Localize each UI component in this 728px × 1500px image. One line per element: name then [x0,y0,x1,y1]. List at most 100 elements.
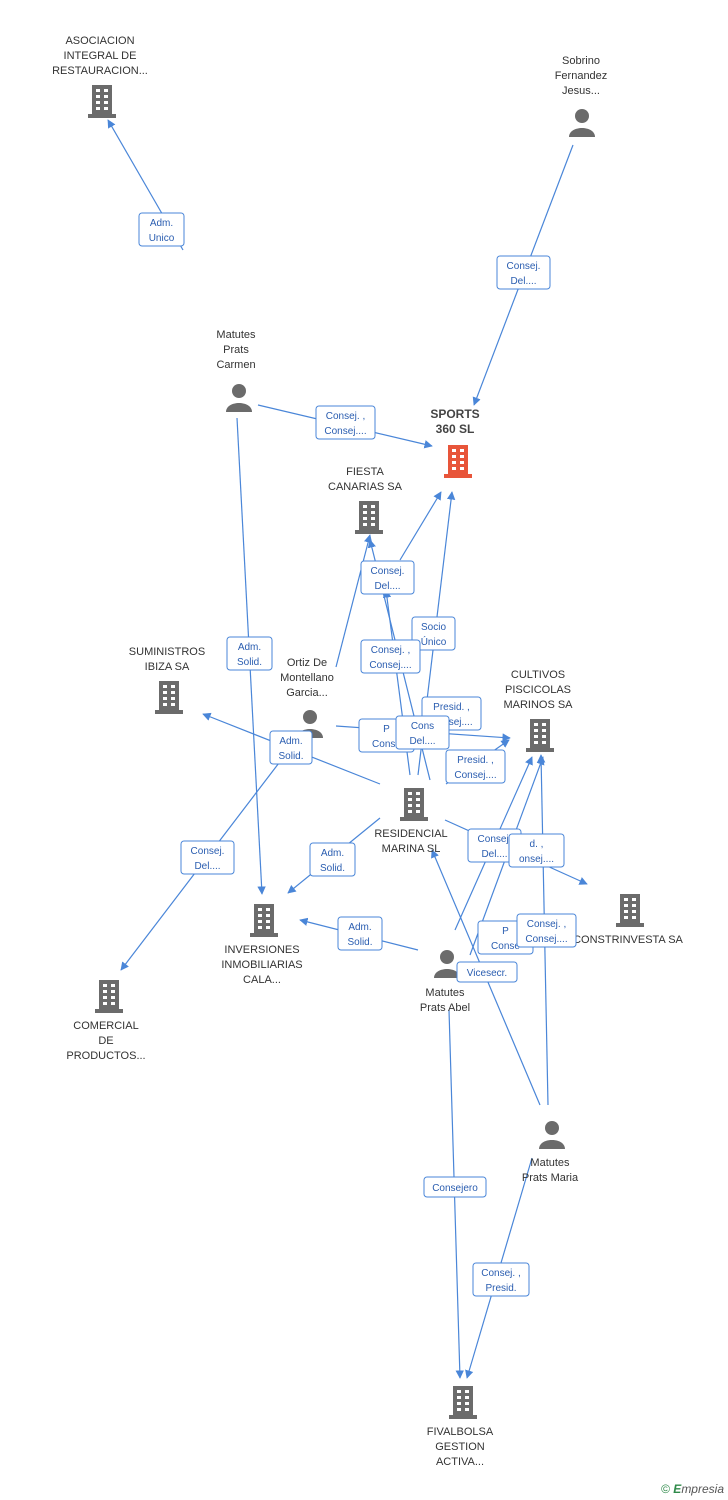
node-label: Garcia... [286,687,328,699]
edge-role-text: Consej.... [454,770,496,781]
edge-role-label[interactable]: Consej. , Presid. [472,1262,530,1297]
node-label: MARINOS SA [503,699,573,711]
node-inversiones[interactable]: INVERSIONESINMOBILIARIASCALA... [221,904,303,986]
edge-role-text: Adm. [238,642,261,653]
node-label: COMERCIAL [73,1020,138,1032]
node-label: Sobrino [562,55,600,67]
node-label: Montellano [280,672,334,684]
building-icon [400,788,428,821]
building-icon [95,980,123,1013]
edge-role-text: Presid. , [433,702,470,713]
edge-role-text: Consej.... [525,934,567,945]
edge-role-label[interactable]: Adm. Solid. [226,636,273,671]
edge-role-text: Unico [149,233,175,244]
edge-role-label[interactable]: Consej. ,Consej.... [315,405,376,440]
edge-role-text: Solid. [320,863,345,874]
edge-role-box [395,715,450,750]
edge-role-text: d. , [530,839,544,850]
edge-role-text: Consej. , [481,1268,520,1279]
edge-role-text: Presid. [485,1283,516,1294]
node-label: FIESTA [346,466,384,478]
edge-role-text: Conse [491,941,520,952]
edge-role-text: Solid. [278,751,303,762]
node-label: CANARIAS SA [328,481,403,493]
edge-role-text: onsej.... [519,854,554,865]
edge-role-label[interactable]: Adm. Solid. [269,730,313,765]
building-icon [250,904,278,937]
edge-role-text: Adm. [348,922,371,933]
edge-role-text: Consej.... [369,660,411,671]
node-fivalbolsa[interactable]: FIVALBOLSAGESTIONACTIVA... [427,1386,494,1468]
node-comercial[interactable]: COMERCIAL DE PRODUCTOS... [66,980,146,1062]
edge-role-label[interactable]: Adm.Solid. [309,842,356,877]
node-label: CULTIVOS [511,669,565,681]
edge-role-label[interactable]: d. , onsej.... [508,833,565,868]
building-icon [88,85,116,118]
edge-role-label[interactable]: Vicesecr. [456,961,518,983]
edge-role-text: Único [421,635,447,648]
edge-role-label[interactable]: Consej. , Consej.... [360,639,421,674]
edge-role-text: Consej.... [430,717,472,728]
node-fiesta[interactable]: FIESTA CANARIAS SA [328,466,403,534]
edge-role-text: Consej. , [527,919,566,930]
edge-role-label[interactable]: Adm.Unico [138,212,185,247]
edge-role-text: Vicesecr. [467,968,507,979]
edge-role-label[interactable]: Consejero [423,1176,487,1198]
edge-role-box [496,255,551,290]
node-label: PRODUCTOS... [66,1050,145,1062]
edge-role-box [309,842,356,877]
edge-role-box [423,1176,487,1198]
node-label: Matutes [425,987,465,999]
edge-role-text: Presid. , [457,755,494,766]
edge-role-text: Adm. [279,736,302,747]
edge-role-text: Socio [421,622,446,633]
edge-role-text: Consejero [432,1183,478,1194]
node-sobrino[interactable]: SobrinoFernandezJesus... [555,55,608,137]
edge-role-label[interactable]: Consej.Del.... [180,840,235,875]
edge-role-label[interactable]: Consej.Del.... [360,560,415,595]
edge-role-text: Del.... [194,861,220,872]
node-label: IBIZA SA [145,661,190,673]
copyright-symbol: © [661,1482,670,1496]
edge-role-text: Consej.... [324,426,366,437]
edge-role-label[interactable]: ConsDel.... [395,715,450,750]
edge-role-text: Consej. , [371,645,410,656]
edge-role-text: Del.... [510,276,536,287]
brand-logo: Empresia [673,1482,724,1496]
edge-role-label[interactable]: Consej. Del.... [496,255,551,290]
node-label: Ortiz De [287,657,327,669]
node-label: Jesus... [562,85,600,97]
brand-footer: © Empresia [661,1482,724,1496]
building-icon [449,1386,477,1419]
node-label: MARINA SL [382,843,441,855]
edge-role-box [472,1262,530,1297]
edge-role-text: Solid. [237,657,262,668]
edge-role-text: Consej. [371,566,405,577]
edge-role-box [315,405,376,440]
edge-role-label[interactable]: Consej.Del.... [467,828,522,863]
building-icon [155,681,183,714]
node-label: Prats Maria [522,1172,579,1184]
edge-role-text: Consej. [507,261,541,272]
edge-role-text: P [502,926,509,937]
edge-role-label[interactable]: Adm.Solid. [337,916,383,951]
edge-role-text: Del.... [409,736,435,747]
node-label: DE [98,1035,113,1047]
node-label: RESTAURACION... [52,65,148,77]
node-ortiz[interactable]: Ortiz De MontellanoGarcia... [280,657,334,738]
edge-role-label[interactable]: Consej. , Consej.... [516,913,577,948]
edge-role-label[interactable]: Presid. , Consej.... [445,749,506,784]
node-constrinvesta[interactable]: CONSTRINVESTA SA [573,894,684,946]
edge-line [335,534,373,668]
